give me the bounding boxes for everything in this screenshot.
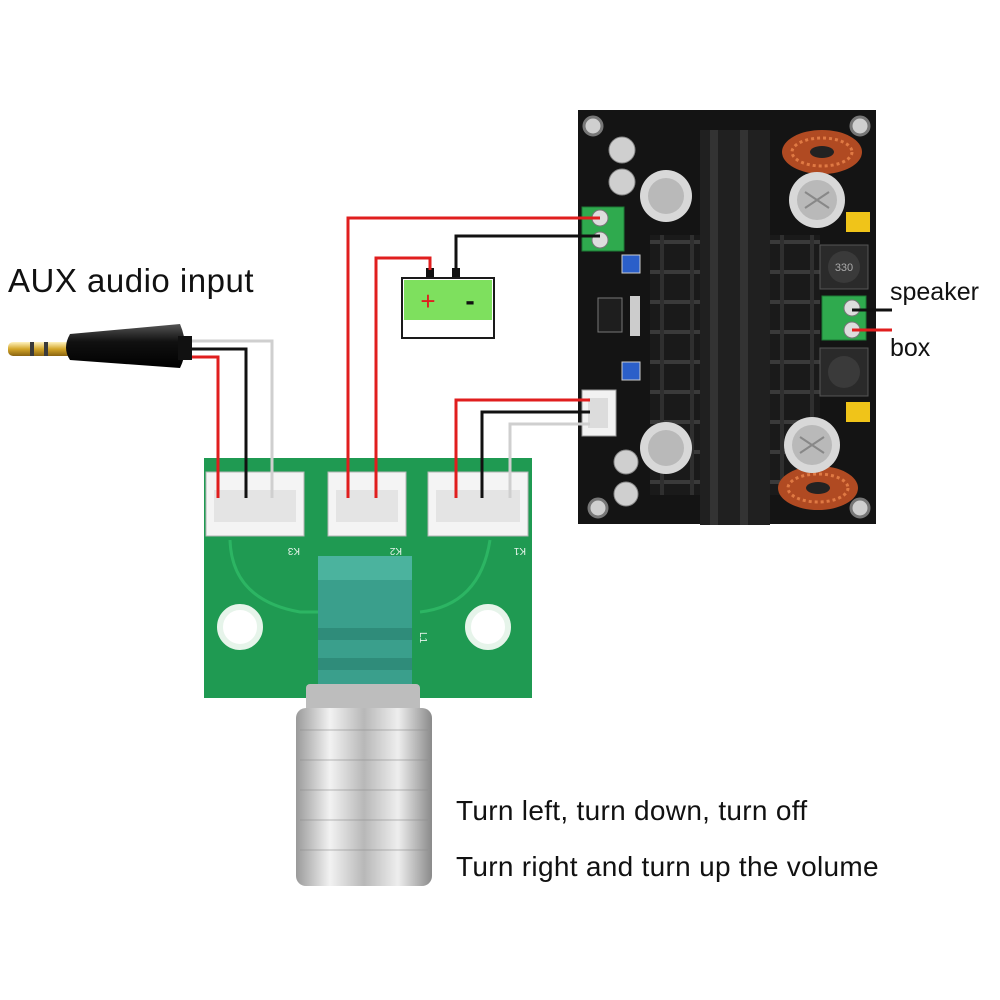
trimmer: [621, 361, 641, 381]
instruction-turn-left: Turn left, turn down, turn off: [456, 795, 808, 826]
capacitor-small: [613, 481, 639, 507]
wire-power-red: [346, 216, 600, 498]
amp-mount-hole: [849, 115, 871, 137]
toroid-inductor-bottom: [778, 466, 858, 510]
yellow-capacitor: [846, 402, 870, 422]
wire-signal-white: [508, 422, 590, 498]
amp-mount-hole: [582, 115, 604, 137]
box-label: box: [890, 334, 931, 362]
wires: [192, 216, 892, 498]
ic-chip: [597, 297, 623, 333]
aux-jack: [8, 324, 192, 368]
aux-plug-body: [66, 324, 185, 368]
label-k1: K1: [513, 545, 526, 556]
capacitor-large: [640, 422, 692, 474]
wire-battery-red: [374, 256, 432, 498]
amp-mount-hole: [849, 497, 871, 519]
instruction-turn-right: Turn right and turn up the volume: [456, 851, 879, 882]
power-inductor-bottom: [819, 347, 869, 397]
capacitor-large: [640, 170, 692, 222]
aux-input-label: AUX audio input: [8, 262, 254, 299]
volume-knob[interactable]: [296, 684, 432, 886]
ic-chip: [630, 296, 640, 336]
battery-minus: -: [465, 285, 474, 316]
wire-aux-white: [192, 339, 274, 498]
wire-signal-red: [454, 398, 590, 498]
amplifier-board: 330: [578, 110, 876, 525]
capacitor-large: [789, 172, 845, 228]
wire-aux-red: [192, 355, 220, 498]
wire-signal-black: [480, 410, 590, 498]
power-terminal: [581, 206, 625, 252]
potentiometer: L1: [318, 556, 428, 686]
battery-plus: +: [420, 286, 435, 316]
capacitor-small: [608, 136, 636, 164]
wire-aux-black: [192, 347, 248, 498]
amp-mount-hole: [587, 497, 609, 519]
inductor-marking: 330: [835, 262, 853, 274]
volume-board: K3 K2 K1 L1: [204, 458, 532, 886]
wire-power-black: [454, 234, 600, 270]
battery: + -: [401, 268, 495, 339]
power-inductor-top: 330: [819, 244, 869, 290]
trimmer: [621, 254, 641, 274]
label-k3: K3: [287, 545, 300, 556]
volume-mount-hole: [465, 604, 511, 650]
speaker-label: speaker: [890, 278, 979, 306]
aux-plug-tip: [8, 342, 78, 356]
toroid-inductor-top: [782, 130, 862, 174]
label-k2: K2: [389, 545, 402, 556]
speaker-terminal: [821, 295, 867, 341]
capacitor-small: [613, 449, 639, 475]
capacitor-large: [784, 417, 840, 473]
volume-mount-hole: [217, 604, 263, 650]
label-pot: L1: [417, 632, 428, 644]
capacitor-small: [608, 168, 636, 196]
yellow-capacitor: [846, 212, 870, 232]
